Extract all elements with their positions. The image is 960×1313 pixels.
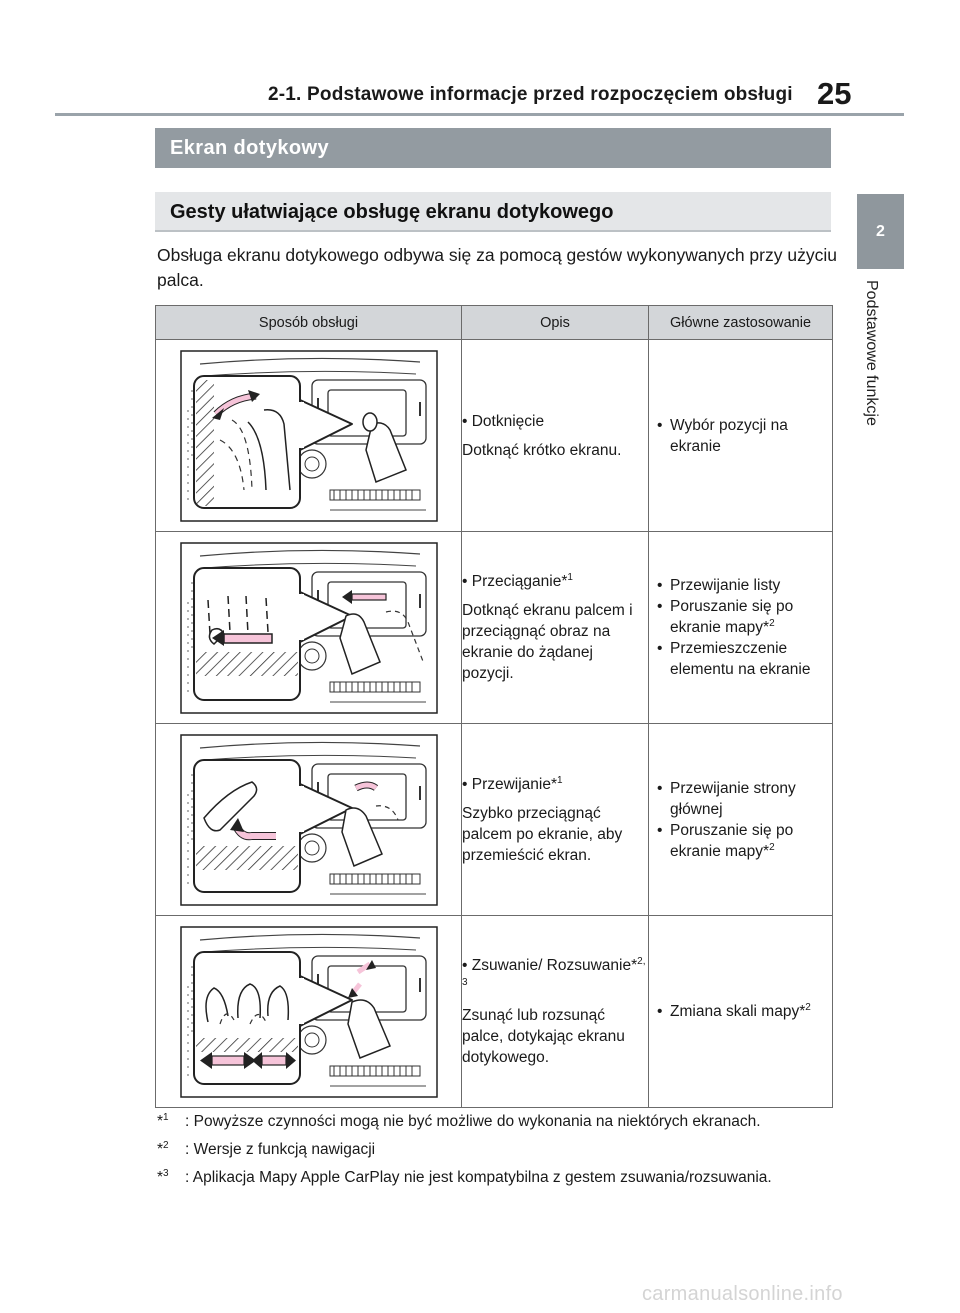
gesture-name: • Zsuwanie/ Rozsuwanie*2, 3 [462,955,646,988]
table-row: • Dotknięcie Dotknąć krótko ekranu. Wybó… [155,339,833,532]
gesture-description-cell: • Przeciąganie*1 Dotknąć ekranu palcem i… [461,531,649,724]
use-item: Przewijanie strony głównej [657,778,822,820]
use-item: Wybór pozycji na ekranie [657,415,822,457]
gesture-description: Szybko przeciągnąć palcem po ekranie, ab… [462,804,623,864]
use-item: Poruszanie się po ekranie mapy*2 [657,820,822,862]
gesture-description-cell: • Dotknięcie Dotknąć krótko ekranu. [461,339,649,532]
gesture-name: • Dotknięcie [462,412,545,430]
column-header: Opis [461,305,649,340]
footnotes: *1 : Powyższe czynności mogą nie być moż… [157,1111,835,1195]
gesture-description: Zsunąć lub rozsunąć palce, dotykając ekr… [462,1007,625,1066]
gesture-uses-cell: Zmiana skali mapy*2 [648,915,833,1108]
use-item: Przemieszczenie elementu na ekranie [657,638,822,680]
use-item: Przewijanie listy [657,575,822,596]
chapter-tab: 2 [857,194,904,269]
gesture-uses-cell: Przewijanie listy Poruszanie się po ekra… [648,531,833,724]
footnote: *1 : Powyższe czynności mogą nie być moż… [157,1111,761,1130]
subsection-title: Gesty ułatwiające obsługę ekranu dotykow… [155,192,831,232]
page-number: 25 [817,76,852,111]
footnote: *3 : Aplikacja Mapy Apple CarPlay nie je… [157,1167,772,1186]
table-row: • Przewijanie*1 Szybko przeciągnąć palce… [155,723,833,916]
pinch-gesture-illustration [179,925,438,1098]
table-header-row: Sposób obsługi Opis Główne zastosowanie [155,305,833,340]
chapter-number: 2 [876,222,885,240]
table-row: • Zsuwanie/ Rozsuwanie*2, 3 Zsunąć lub r… [155,915,833,1108]
footnote: *2 : Wersje z funkcją nawigacji [157,1139,376,1158]
gestures-table: Sposób obsługi Opis Główne zastosowanie [155,305,833,1108]
section-title: Ekran dotykowy [155,128,831,168]
flick-gesture-illustration [179,733,438,906]
gesture-description: Dotknąć ekranu palcem i przeciągnąć obra… [462,602,633,682]
use-item: Poruszanie się po ekranie mapy*2 [657,596,822,638]
gesture-uses-cell: Przewijanie strony głównej Poruszanie si… [648,723,833,916]
gesture-uses-cell: Wybór pozycji na ekranie [648,339,833,532]
chapter-label: Podstawowe funkcje [863,280,880,426]
gesture-description-cell: • Przewijanie*1 Szybko przeciągnąć palce… [461,723,649,916]
use-item: Zmiana skali mapy*2 [657,1001,822,1022]
table-row: • Przeciąganie*1 Dotknąć ekranu palcem i… [155,531,833,724]
drag-gesture-illustration [179,541,438,714]
gesture-name: • Przewijanie*1 [462,774,563,793]
running-header: 2-1. Podstawowe informacje przed rozpocz… [268,84,793,105]
intro-paragraph: Obsługa ekranu dotykowego odbywa się za … [157,245,837,290]
header-rule [55,113,904,116]
gesture-name: • Przeciąganie*1 [462,571,573,590]
column-header: Główne zastosowanie [648,305,833,340]
gesture-description-cell: • Zsuwanie/ Rozsuwanie*2, 3 Zsunąć lub r… [461,915,649,1108]
gesture-description: Dotknąć krótko ekranu. [462,441,622,459]
watermark: carmanualsonline.info [642,1283,843,1305]
tap-gesture-illustration [179,349,438,522]
column-header: Sposób obsługi [155,305,462,340]
